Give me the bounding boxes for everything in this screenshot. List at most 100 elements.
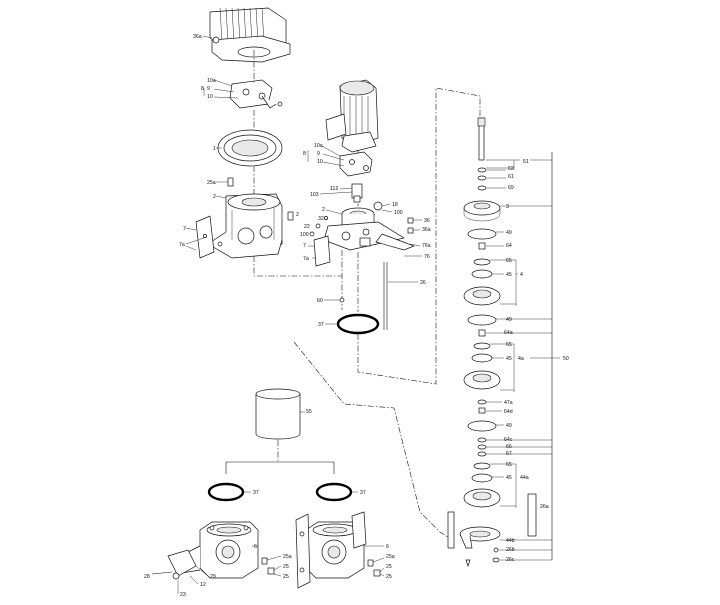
label-26: 26 [420, 280, 426, 286]
label-25a-r: 25a [386, 554, 395, 560]
part-64d [478, 407, 486, 414]
label-55: 55 [306, 409, 312, 415]
label-100-a: 100 [394, 210, 403, 216]
label-25-r: 25 [386, 564, 392, 570]
coupling-guard-left [195, 215, 223, 259]
label-18: 18 [392, 202, 398, 208]
label-25a-l: 25a [283, 554, 292, 560]
label-49-b: 49 [506, 317, 512, 323]
label-36a-top: 36a [193, 34, 202, 40]
o-ring-37-right [315, 482, 353, 502]
label-12: 12 [200, 582, 206, 588]
label-64d: 64d [504, 409, 513, 415]
label-8-a: 8 [201, 86, 204, 92]
pump-head-middle [323, 207, 415, 251]
label-2-b: 2 [322, 207, 325, 213]
pump-head-left [207, 193, 283, 259]
label-1: 1 [213, 146, 216, 152]
label-10a-a: 10a [207, 78, 216, 84]
part-64a [478, 329, 486, 337]
part-47a [477, 399, 487, 405]
bolts-36-middle [407, 217, 414, 234]
label-69: 69 [508, 185, 514, 191]
label-61: 61 [508, 174, 514, 180]
label-49-a: 49 [506, 230, 512, 236]
coupling-guard-middle [313, 235, 331, 267]
bolt-right-left-head [287, 211, 294, 221]
label-9-b: 9 [317, 151, 320, 157]
label-50: 50 [563, 356, 569, 362]
label-47a: 47a [504, 400, 513, 406]
label-9-a: 9 [207, 86, 210, 92]
label-112: 112 [330, 186, 338, 192]
motor-middle [325, 79, 379, 153]
label-100-b: 100 [300, 232, 309, 238]
label-6-l: 6 [254, 544, 257, 550]
label-25-r-2: 25 [386, 574, 392, 580]
label-8-b: 8 [303, 151, 306, 157]
label-4a: 4a [518, 356, 524, 362]
label-10-a: 10 [207, 94, 213, 100]
label-45-a: 45 [506, 272, 512, 278]
o-ring-37-left [207, 482, 245, 502]
drain-plugs-right [367, 559, 381, 577]
impeller-49-c [467, 420, 497, 432]
label-37-r: 37 [360, 490, 366, 496]
label-22: 22 [304, 224, 310, 230]
impeller-49-a [467, 228, 497, 240]
shaft-51 [477, 117, 486, 161]
label-60: 60 [317, 298, 323, 304]
label-44b: 44b [506, 538, 515, 544]
label-76: 76 [424, 254, 430, 260]
base-plate-44b [459, 526, 501, 553]
label-25a: 25a [207, 180, 216, 186]
bolt-25a [227, 177, 234, 187]
label-62: 62 [508, 166, 514, 172]
chamber-3 [463, 200, 501, 222]
pump-base-right [295, 511, 367, 589]
label-65-c: 65 [506, 462, 512, 468]
label-29: 29 [210, 574, 216, 580]
label-7a-a: 7a [179, 242, 185, 248]
label-2-a: 2 [213, 194, 216, 200]
label-49-c: 49 [506, 423, 512, 429]
stack-small-parts-top [477, 167, 487, 191]
shaft-seal-103 [351, 183, 363, 203]
pump-base-left [151, 521, 259, 580]
o-ring-37-top [336, 313, 380, 335]
label-36-m: 36 [424, 218, 430, 224]
label-37-l: 37 [253, 490, 259, 496]
label-25-l: 25 [283, 564, 289, 570]
tie-rod-26 [383, 262, 388, 330]
part-65-a [471, 258, 493, 279]
label-2-a-right: 2 [296, 212, 299, 218]
label-26a: 26a [540, 504, 549, 510]
label-65-b: 65 [506, 342, 512, 348]
strap-26a [447, 493, 537, 549]
motor-stool-flange [217, 129, 283, 167]
plug-18 [373, 201, 383, 211]
label-65-a: 65 [506, 258, 512, 264]
label-37-top: 37 [318, 322, 324, 328]
part-64 [478, 242, 486, 250]
label-3: 3 [506, 204, 509, 210]
motor-top-left [209, 7, 291, 63]
coupling-left [229, 79, 283, 109]
small-bolts-middle [309, 216, 328, 237]
label-28: 28 [144, 574, 150, 580]
label-45-b: 45 [506, 356, 512, 362]
label-76a: 76a [422, 243, 431, 249]
outer-sleeve-55 [255, 388, 301, 440]
part-65-b [471, 342, 493, 363]
label-10a-b: 10a [314, 143, 323, 149]
label-7-a: 7 [183, 226, 186, 232]
impeller-49-b [467, 314, 497, 326]
label-32: 32 [318, 216, 324, 222]
label-7a-b: 7a [303, 256, 309, 262]
label-10-b: 10 [317, 159, 323, 165]
nuts-26c [465, 557, 500, 568]
chamber-4a [463, 370, 501, 390]
coupling-middle [339, 151, 373, 177]
label-44a: 44a [520, 475, 529, 481]
